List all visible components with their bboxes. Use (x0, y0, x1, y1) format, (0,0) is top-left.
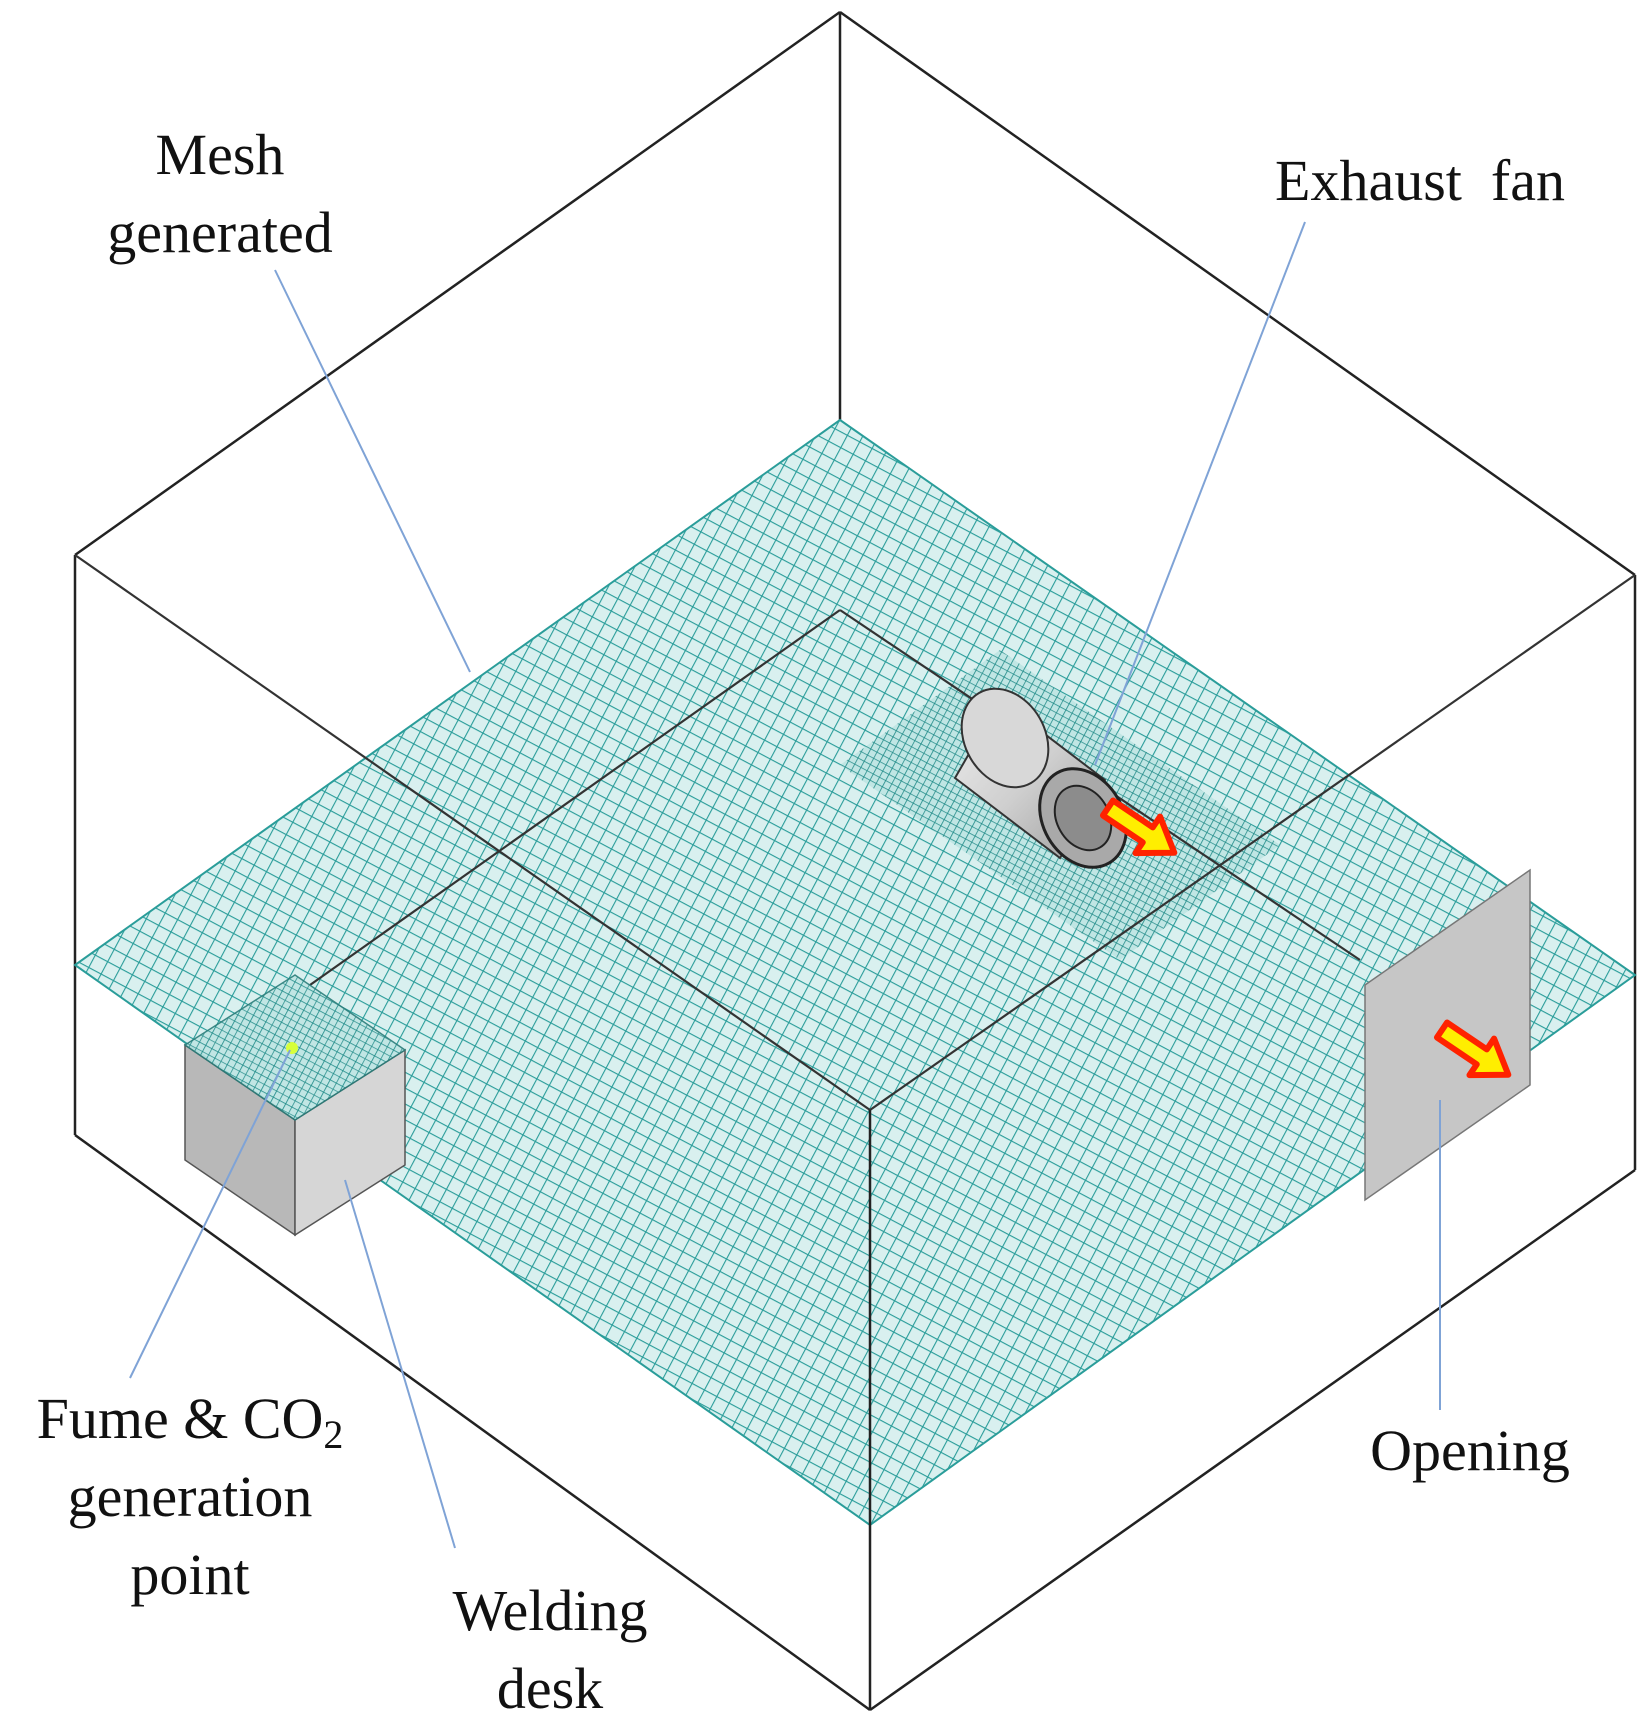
label-mesh-line1: Mesh (155, 122, 285, 187)
leader-lines (129, 221, 1441, 1549)
leader-fan (1094, 221, 1306, 766)
label-exhaust-fan: Exhaust fan (1230, 142, 1610, 220)
label-mesh-generated: Mesh generated (70, 116, 370, 272)
leader-mesh (274, 269, 471, 673)
leader-desk (344, 1179, 456, 1549)
box-inner-edges (74, 554, 1636, 1111)
label-exhaust-fan-text: Exhaust fan (1275, 148, 1565, 213)
label-fume-prefix: Fume & CO (36, 1386, 324, 1451)
opening-flow-arrow (1433, 1019, 1512, 1079)
fume-source-marker (286, 1042, 298, 1054)
box-back-edges (73, 10, 1637, 1170)
label-mesh-line2: generated (107, 200, 333, 265)
label-fume-line3: point (130, 1542, 250, 1607)
label-opening: Opening (1320, 1412, 1620, 1490)
exhaust-fan (953, 687, 1128, 869)
label-fume-generation-point: Fume & CO2 generation point (0, 1380, 380, 1614)
label-fume-line2: generation (67, 1464, 313, 1529)
label-opening-text: Opening (1370, 1418, 1570, 1483)
welding-desk (183, 974, 407, 1237)
label-welding-desk: Welding desk (400, 1572, 700, 1728)
label-desk-line1: Welding (452, 1578, 648, 1643)
box-front-edges (74, 1110, 1636, 1712)
label-desk-line2: desk (496, 1656, 604, 1721)
fan-flow-arrow (1099, 797, 1178, 857)
label-fume-subscript: 2 (323, 1412, 344, 1457)
leader-fume (129, 1049, 291, 1379)
label-fume-line1: Fume & CO2 (0, 1380, 380, 1458)
